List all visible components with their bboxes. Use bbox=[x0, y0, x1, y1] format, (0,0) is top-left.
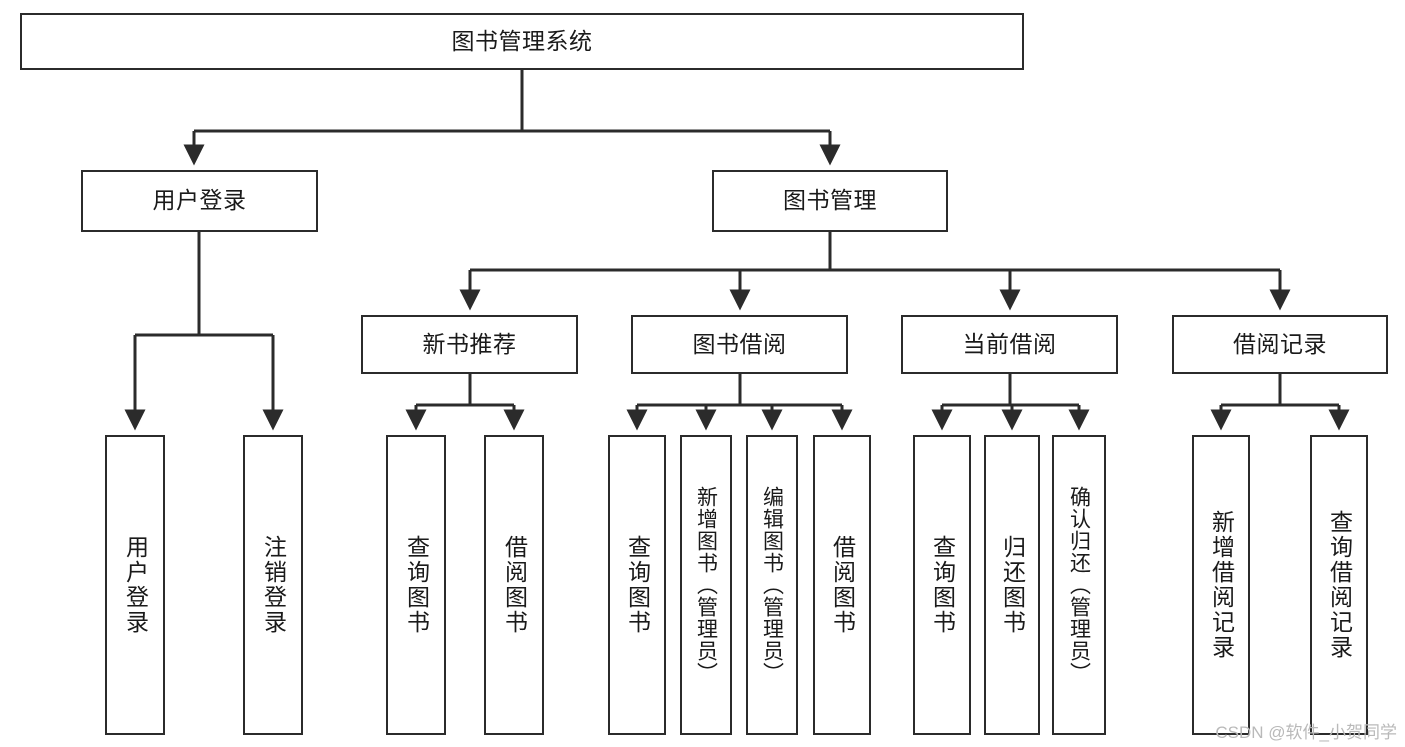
node-borrow-record[interactable]: 借阅记录 bbox=[1172, 315, 1388, 374]
node-book-manage[interactable]: 图书管理 bbox=[712, 170, 948, 232]
node-leaf-query-record[interactable]: 查询借阅记录 bbox=[1310, 435, 1368, 735]
node-book-manage-label: 图书管理 bbox=[783, 187, 877, 214]
node-leaf-add-record[interactable]: 新增借阅记录 bbox=[1192, 435, 1250, 735]
node-leaf-query-record-label: 查询借阅记录 bbox=[1326, 510, 1353, 660]
node-user-login-label: 用户登录 bbox=[152, 187, 247, 214]
node-leaf-query-book-2-label: 查询图书 bbox=[624, 535, 651, 635]
node-leaf-query-book-3-label: 查询图书 bbox=[929, 535, 956, 635]
node-leaf-edit-book-label: 编辑图书（管理员） bbox=[760, 486, 784, 684]
node-borrow-record-label: 借阅记录 bbox=[1233, 330, 1327, 357]
node-leaf-logout-label: 注销登录 bbox=[260, 535, 287, 635]
node-current-borrow-label: 当前借阅 bbox=[962, 330, 1057, 357]
node-leaf-add-book-label: 新增图书（管理员） bbox=[694, 486, 718, 684]
node-leaf-query-book-3[interactable]: 查询图书 bbox=[913, 435, 971, 735]
node-user-login[interactable]: 用户登录 bbox=[81, 170, 318, 232]
node-new-book-rec-label: 新书推荐 bbox=[422, 330, 517, 357]
node-current-borrow[interactable]: 当前借阅 bbox=[901, 315, 1118, 374]
node-leaf-logout[interactable]: 注销登录 bbox=[243, 435, 303, 735]
node-leaf-add-record-label: 新增借阅记录 bbox=[1208, 510, 1235, 660]
node-root-label: 图书管理系统 bbox=[451, 27, 593, 54]
node-leaf-borrow-book-1-label: 借阅图书 bbox=[501, 535, 528, 635]
node-book-borrow-label: 图书借阅 bbox=[692, 330, 787, 357]
node-leaf-edit-book[interactable]: 编辑图书（管理员） bbox=[746, 435, 798, 735]
node-leaf-user-login-label: 用户登录 bbox=[122, 535, 149, 635]
node-book-borrow[interactable]: 图书借阅 bbox=[631, 315, 848, 374]
node-leaf-query-book-1-label: 查询图书 bbox=[403, 535, 430, 635]
node-leaf-borrow-book-1[interactable]: 借阅图书 bbox=[484, 435, 544, 735]
node-leaf-borrow-book-2-label: 借阅图书 bbox=[829, 535, 856, 635]
watermark: CSDN @软件_小贺同学 bbox=[1215, 723, 1397, 742]
node-root[interactable]: 图书管理系统 bbox=[20, 13, 1024, 70]
node-leaf-return-book[interactable]: 归还图书 bbox=[984, 435, 1040, 735]
node-leaf-borrow-book-2[interactable]: 借阅图书 bbox=[813, 435, 871, 735]
node-leaf-add-book[interactable]: 新增图书（管理员） bbox=[680, 435, 732, 735]
node-new-book-rec[interactable]: 新书推荐 bbox=[361, 315, 578, 374]
node-leaf-confirm-return[interactable]: 确认归还（管理员） bbox=[1052, 435, 1106, 735]
node-leaf-return-book-label: 归还图书 bbox=[999, 535, 1026, 635]
node-leaf-user-login[interactable]: 用户登录 bbox=[105, 435, 165, 735]
node-leaf-confirm-return-label: 确认归还（管理员） bbox=[1067, 486, 1091, 684]
node-leaf-query-book-1[interactable]: 查询图书 bbox=[386, 435, 446, 735]
node-leaf-query-book-2[interactable]: 查询图书 bbox=[608, 435, 666, 735]
